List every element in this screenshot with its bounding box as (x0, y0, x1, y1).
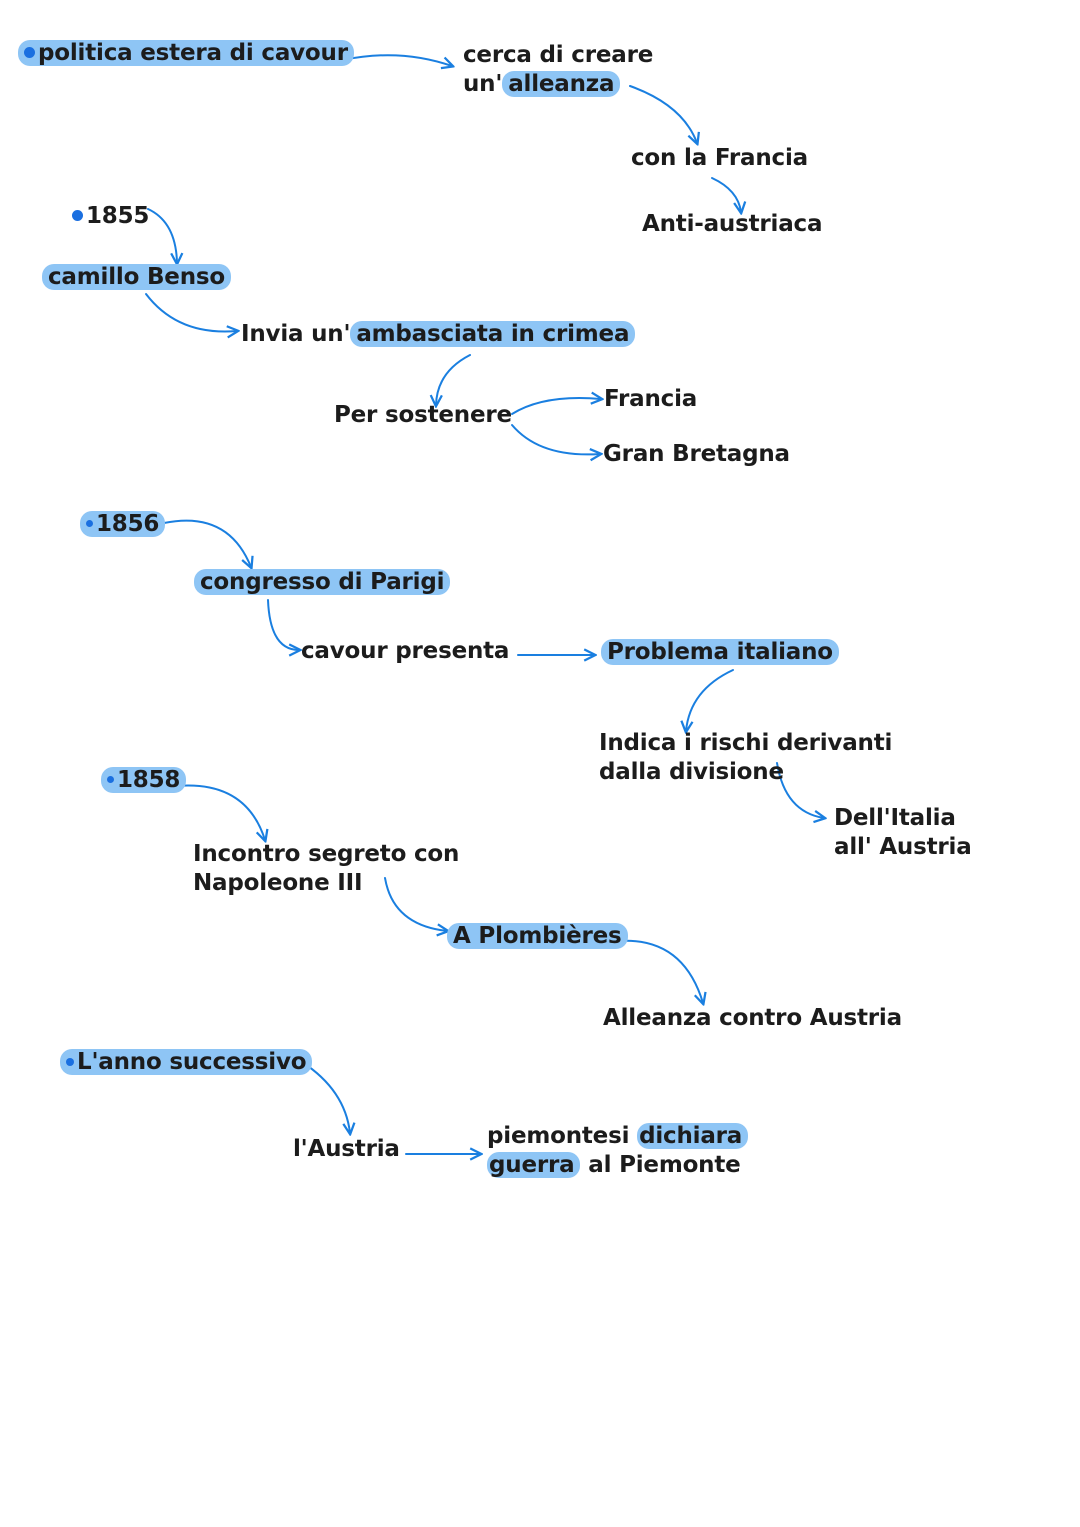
highlight: 1856 (80, 511, 166, 537)
node-congresso-hl: congresso di Parigi (194, 569, 451, 595)
arrow-ambasciata-to-sostenere (436, 354, 471, 405)
node-italia-austria: Dell'Italia all' Austria (834, 804, 972, 862)
bullet-dot (86, 520, 93, 527)
arrow-politica-to-cerca (342, 54, 452, 66)
node-incontro-line2: Napoleone III (193, 870, 363, 896)
node-invia-ambasciata: Invia un'ambasciata in crimea (241, 320, 636, 349)
node-year-1858-text: 1858 (117, 767, 181, 793)
node-year-1855: 1855 (72, 202, 149, 231)
arrow-divisione-to-italia (776, 762, 824, 818)
node-anti-austriaca: Anti-austriaca (642, 211, 823, 237)
node-year-1855-text: 1855 (86, 203, 150, 229)
bullet-dot (66, 1058, 74, 1066)
node-cerca-line2: un'alleanza (463, 70, 653, 99)
node-dichiara-line2: guerra al Piemonte (487, 1151, 748, 1180)
node-dichiara-hl: dichiara (637, 1123, 749, 1149)
node-anno-text: L'anno successivo (77, 1049, 307, 1075)
node-politica-estera: politica estera di cavour (18, 39, 354, 68)
node-italia-line2: all' Austria (834, 834, 972, 860)
node-austria: l'Austria (293, 1136, 400, 1162)
node-invia-text: Invia un' (241, 321, 351, 347)
node-piemontesi-text: piemontesi (487, 1123, 630, 1149)
arrow-1855-to-camillo (147, 208, 177, 263)
arrow-sostenere-to-francia (511, 398, 601, 415)
node-dichiara-guerra: piemontesi dichiara guerra al Piemonte (487, 1122, 749, 1180)
node-indica-line1: Indica i rischi derivanti (599, 730, 893, 756)
node-problema-hl: Problema italiano (601, 639, 839, 665)
node-incontro-line1: Incontro segreto con (193, 841, 460, 867)
node-cerca-line1: cerca di creare (463, 42, 654, 68)
node-year-1856-text: 1856 (96, 511, 160, 537)
node-gran-bretagna: Gran Bretagna (603, 441, 790, 467)
node-cerca-alleanza-hl: alleanza (502, 71, 621, 97)
highlight: politica estera di cavour (18, 40, 354, 66)
arrow-1856-to-congresso (163, 519, 251, 567)
arrow-sostenere-to-granbretagna (511, 424, 600, 454)
highlight: L'anno successivo (60, 1049, 313, 1075)
node-camillo-hl: camillo Benso (42, 264, 231, 290)
node-dichiara-line1: piemontesi dichiara (487, 1122, 749, 1151)
arrow-francia-to-anti (711, 177, 741, 212)
node-plombieres: A Plombières (447, 922, 628, 951)
highlight: 1858 (101, 767, 187, 793)
node-indica-line2: dalla divisione (599, 759, 784, 785)
node-camillo-benso: camillo Benso (42, 263, 231, 292)
node-per-sostenere: Per sostenere (334, 402, 512, 428)
node-congresso-parigi: congresso di Parigi (194, 568, 451, 597)
node-cerca-alleanza: cerca di creare un'alleanza (463, 41, 653, 99)
node-year-1858: 1858 (101, 766, 187, 795)
node-cavour-presenta: cavour presenta (301, 638, 510, 664)
node-al-piemonte-text: al Piemonte (588, 1152, 741, 1178)
node-francia: Francia (604, 386, 698, 412)
node-problema-italiano: Problema italiano (601, 638, 839, 667)
bullet-dot (72, 210, 83, 221)
node-italia-line1: Dell'Italia (834, 805, 956, 831)
node-ambasciata-hl: ambasciata in crimea (350, 321, 636, 347)
node-year-1856: 1856 (80, 510, 166, 539)
arrow-plombieres-to-alleanza (618, 939, 703, 1003)
node-alleanza-contro-austria: Alleanza contro Austria (603, 1005, 902, 1031)
arrow-alleanza-to-francia (629, 85, 697, 143)
node-indica-rischi: Indica i rischi derivanti dalla division… (599, 729, 892, 787)
arrow-congresso-to-presenta (267, 599, 299, 650)
node-guerra-hl: guerra (487, 1152, 581, 1178)
bullet-dot (24, 47, 35, 58)
arrow-problema-to-indica (686, 669, 734, 731)
node-cerca-un: un' (463, 71, 503, 97)
node-plombieres-hl: A Plombières (447, 923, 628, 949)
node-politica-text: politica estera di cavour (38, 40, 348, 66)
node-incontro-segreto: Incontro segreto con Napoleone III (193, 840, 459, 898)
node-anno-successivo: L'anno successivo (60, 1048, 313, 1077)
arrow-1858-to-incontro (175, 784, 265, 840)
arrow-napoleone-to-plombieres (384, 877, 447, 931)
bullet-dot (107, 776, 114, 783)
arrow-camillo-to-invia (145, 293, 237, 332)
node-con-la-francia: con la Francia (631, 145, 808, 171)
